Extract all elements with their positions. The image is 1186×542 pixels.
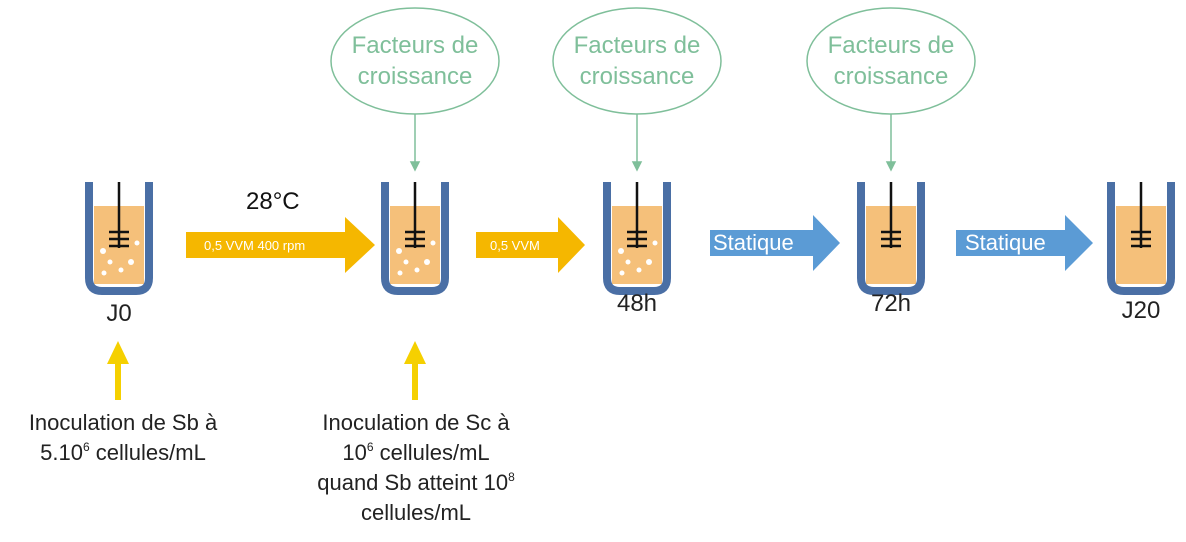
inoculation-arrow-head [107,341,129,364]
connector-arrowhead [885,161,897,172]
process-arrow-agitated [186,217,375,273]
bubble-line: croissance [579,63,695,90]
connector-arrowhead [631,161,643,172]
arrow-label-static-2: Statique [965,230,1046,255]
bubble-text-3: Facteurs de croissance [806,30,976,92]
process-arrow-static [956,215,1093,271]
inoculation-arrow-shaft [115,364,121,400]
note-line: quand Sb atteint 108 [317,470,515,495]
temperature-label: 28°C [246,188,300,215]
note-line: 5.106 cellules/mL [40,440,206,465]
vessel-label-j0: J0 [106,300,132,327]
bubble-text-2: Facteurs de croissance [552,30,722,92]
bubble-line: Facteurs de [827,32,955,59]
note-line: Inoculation de Sb à [28,410,218,435]
note-line: cellules/mL [360,500,472,525]
bubble-line: Facteurs de [351,32,479,59]
note-line: 106 cellules/mL [342,440,490,465]
note-line: Inoculation de Sc à [322,410,510,435]
bubble-text-1: Facteurs de croissance [330,30,500,92]
vessel-label-72h: 72h [870,290,912,317]
bubble-line: croissance [833,63,949,90]
bioreactor-vessel-j0 [85,182,153,295]
bioreactor-vessel-sc-inoculation [381,182,449,295]
arrow-label-aeration: 0,5 VVM [490,238,540,253]
bioreactor-vessel-72h [857,182,925,295]
inoculation-arrow-head [404,341,426,364]
vessel-label-48h: 48h [616,290,658,317]
vessel-label-j20: J20 [1121,297,1161,324]
inoculation-note-sc: Inoculation de Sc à 106 cellules/mL quan… [288,408,544,528]
bioreactor-vessel-j20 [1107,182,1175,295]
inoculation-note-sb: Inoculation de Sb à 5.106 cellules/mL [0,408,246,468]
connector-arrowhead [409,161,421,172]
arrow-label-static-1: Statique [713,230,794,255]
process-arrow-static [710,215,840,271]
arrow-label-agitation: 0,5 VVM 400 rpm [204,238,306,253]
bubble-line: croissance [357,63,473,90]
bioreactor-vessel-48h [603,182,671,295]
inoculation-arrow-shaft [412,364,418,400]
process-arrow-aerated [476,217,585,273]
bubble-line: Facteurs de [573,32,701,59]
